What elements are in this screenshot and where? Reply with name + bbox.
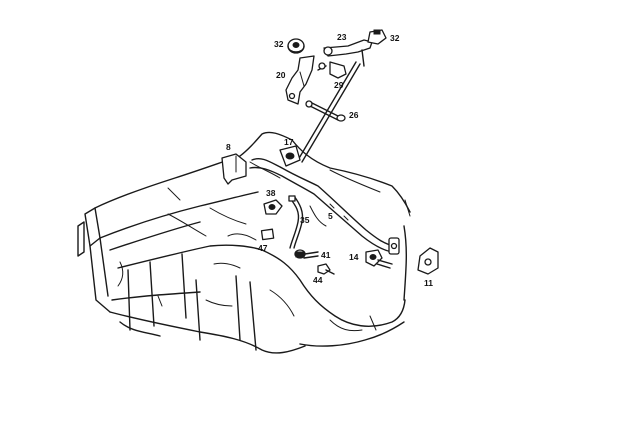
callout-20: 20 bbox=[276, 70, 286, 80]
bracket-clip-8 bbox=[221, 153, 247, 185]
callout-11: 11 bbox=[424, 278, 433, 288]
rubber-bushing-17 bbox=[279, 145, 301, 167]
bolt-44 bbox=[317, 263, 335, 275]
callout-32a: 32 bbox=[274, 39, 284, 49]
callout-labels: 32 23 32 20 29 26 8 17 38 35 5 47 41 14 … bbox=[226, 32, 433, 288]
callout-17: 17 bbox=[284, 137, 294, 147]
callout-41: 41 bbox=[321, 250, 331, 260]
clip-47 bbox=[260, 228, 275, 241]
bolt-29 bbox=[317, 61, 347, 79]
engine-block-outline bbox=[77, 131, 411, 354]
bolt-38 bbox=[263, 199, 283, 215]
callout-38: 38 bbox=[266, 188, 276, 198]
callout-35: 35 bbox=[300, 215, 310, 225]
rubber-bushing-top bbox=[287, 38, 305, 54]
linkage-bar bbox=[249, 158, 400, 255]
bracket-arm bbox=[323, 29, 387, 67]
callout-8: 8 bbox=[226, 142, 231, 152]
callout-47: 47 bbox=[258, 243, 268, 253]
bolt-41 bbox=[294, 249, 319, 259]
bolt-14 bbox=[365, 249, 393, 269]
callout-5: 5 bbox=[328, 211, 333, 221]
cable-tie-35 bbox=[288, 195, 304, 249]
callout-44: 44 bbox=[313, 275, 323, 285]
callout-23: 23 bbox=[337, 32, 347, 42]
callout-14: 14 bbox=[349, 252, 359, 262]
callout-29: 29 bbox=[334, 80, 344, 90]
mount-bracket-11 bbox=[417, 247, 439, 275]
callout-32b: 32 bbox=[390, 33, 400, 43]
callout-26: 26 bbox=[349, 110, 359, 120]
mounting-bracket bbox=[285, 55, 315, 105]
rod bbox=[297, 61, 361, 163]
